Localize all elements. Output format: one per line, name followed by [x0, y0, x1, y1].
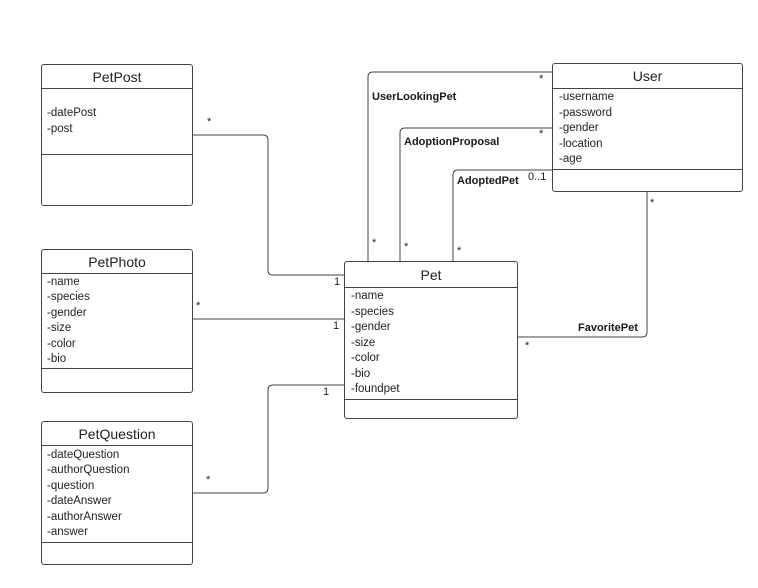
class-box-user[interactable]: User -username -password -gender -locati…	[552, 63, 743, 192]
attribute-row: -username	[559, 91, 614, 104]
class-box-petpost[interactable]: PetPost -datePost -post	[41, 64, 193, 206]
multiplicity-favoritepet-user-end: *	[650, 197, 655, 209]
attribute-row: -gender	[351, 321, 391, 334]
attribute-row: -dateAnswer	[47, 495, 112, 507]
association-label-userlookingpet: UserLookingPet	[372, 91, 457, 103]
association-label-adoptedpet: AdoptedPet	[457, 175, 519, 187]
class-title-pet: Pet	[345, 262, 517, 288]
multiplicity-petquestion-end: *	[206, 474, 211, 486]
connector-userlookingpet[interactable]	[367, 71, 552, 261]
multiplicity-petpost-end: *	[207, 116, 212, 128]
connector-favoritepet[interactable]	[518, 192, 648, 338]
class-title-petphoto: PetPhoto	[42, 250, 192, 274]
class-box-petphoto[interactable]: PetPhoto -name -species -gender -size -c…	[41, 249, 193, 393]
class-box-petquestion[interactable]: PetQuestion -dateQuestion -authorQuestio…	[41, 421, 193, 565]
attribute-row: -color	[47, 337, 76, 350]
class-methods-user	[553, 170, 742, 191]
multiplicity-petquestion-pet-end: 1	[323, 386, 330, 398]
attribute-row: -authorQuestion	[47, 464, 130, 476]
class-attributes-petpost: -datePost -post	[42, 89, 192, 155]
association-label-favoritepet: FavoritePet	[578, 322, 638, 334]
attribute-row: -gender	[47, 306, 87, 319]
multiplicity-userlookingpet-user-end: *	[539, 73, 544, 85]
multiplicity-petphoto-pet-end: 1	[333, 320, 340, 332]
class-methods-petpost	[42, 155, 192, 205]
attribute-row: -foundpet	[351, 383, 400, 396]
association-label-adoptionproposal: AdoptionProposal	[404, 136, 500, 148]
attribute-row: -location	[559, 137, 603, 150]
attribute-row: -size	[351, 336, 376, 349]
attribute-row: -gender	[559, 122, 599, 135]
attribute-row: -post	[47, 122, 73, 135]
multiplicity-adoptedpet-user-end: 0..1	[528, 171, 547, 183]
attribute-row: -name	[351, 290, 384, 303]
connector-adoptedpet[interactable]	[452, 169, 552, 261]
class-attributes-petphoto: -name -species -gender -size -color -bio	[42, 274, 192, 369]
attribute-row: -bio	[351, 367, 371, 380]
attribute-row: -question	[47, 479, 95, 492]
multiplicity-petphoto-end: *	[196, 300, 201, 312]
class-title-petquestion: PetQuestion	[42, 422, 192, 446]
multiplicity-favoritepet-pet-end: *	[525, 340, 530, 352]
class-attributes-pet: -name -species -gender -size -color -bio…	[345, 288, 517, 400]
class-attributes-petquestion: -dateQuestion -authorQuestion -question …	[42, 446, 192, 543]
multiplicity-adoptedpet-pet-end: *	[457, 245, 462, 257]
class-box-pet[interactable]: Pet -name -species -gender -size -color …	[344, 261, 518, 419]
multiplicity-adoptionproposal-user-end: *	[539, 128, 544, 140]
multiplicity-userlookingpet-pet-end: *	[372, 237, 377, 249]
attribute-row: -bio	[47, 353, 67, 365]
attribute-row: -authorAnswer	[47, 510, 122, 523]
attribute-row: -dateQuestion	[47, 448, 120, 461]
connector-petquestion-pet[interactable]	[193, 384, 344, 494]
attribute-row: -name	[47, 275, 80, 288]
class-title-petpost: PetPost	[42, 65, 192, 89]
attribute-row: -species	[47, 291, 90, 303]
connector-petpost-pet[interactable]	[193, 134, 344, 276]
class-title-user: User	[553, 64, 742, 89]
attribute-row: -color	[351, 352, 380, 365]
attribute-row: -species	[351, 305, 394, 318]
class-attributes-user: -username -password -gender -location -a…	[553, 89, 742, 170]
attribute-row: -datePost	[47, 107, 97, 119]
attribute-row: -age	[559, 153, 583, 166]
multiplicity-adoptionproposal-pet-end: *	[404, 241, 409, 253]
connector-adoptionproposal[interactable]	[399, 127, 552, 261]
class-methods-pet	[345, 400, 517, 418]
attribute-row: -answer	[47, 526, 88, 538]
multiplicity-petpost-pet-end: 1	[334, 276, 341, 288]
class-methods-petphoto	[42, 369, 192, 392]
class-methods-petquestion	[42, 543, 192, 564]
attribute-row: -password	[559, 106, 613, 119]
attribute-row: -size	[47, 322, 72, 334]
